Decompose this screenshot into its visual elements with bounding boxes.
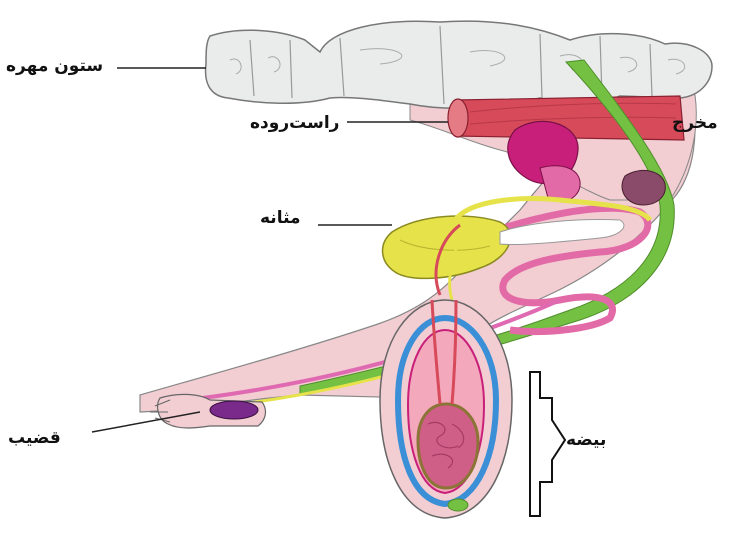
label-spinal-column: ستون مهره <box>6 58 103 75</box>
label-testis: بیضه <box>566 432 606 449</box>
label-outlet: مخرج <box>672 115 718 132</box>
scrotum <box>380 300 512 518</box>
label-bladder: مثانه <box>260 210 301 227</box>
direction-arrow <box>530 372 565 516</box>
label-rectum: راست‌روده <box>250 115 339 132</box>
label-penis: قضیب <box>8 430 61 447</box>
spinal-column <box>117 21 712 108</box>
